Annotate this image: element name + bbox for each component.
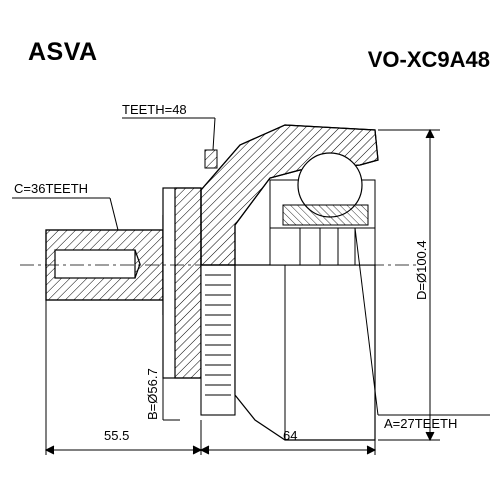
spline-shaft <box>45 187 202 379</box>
dimension-lines <box>12 117 490 455</box>
d-diameter-label: D=Ø100.4 <box>414 240 429 300</box>
part-number: VO-XC9A48 <box>367 47 490 72</box>
body-length-label: 64 <box>283 428 297 443</box>
shaft-length-label: 55.5 <box>104 428 129 443</box>
teeth-label: TEETH=48 <box>122 102 187 117</box>
a-teeth-label: A=27TEETH <box>384 416 457 431</box>
c-teeth-label: C=36TEETH <box>14 181 88 196</box>
housing-bell <box>200 124 379 441</box>
abs-ring <box>200 264 236 416</box>
b-diameter-label: B=Ø56.7 <box>145 368 160 420</box>
brand-title: ASVA <box>28 38 98 66</box>
